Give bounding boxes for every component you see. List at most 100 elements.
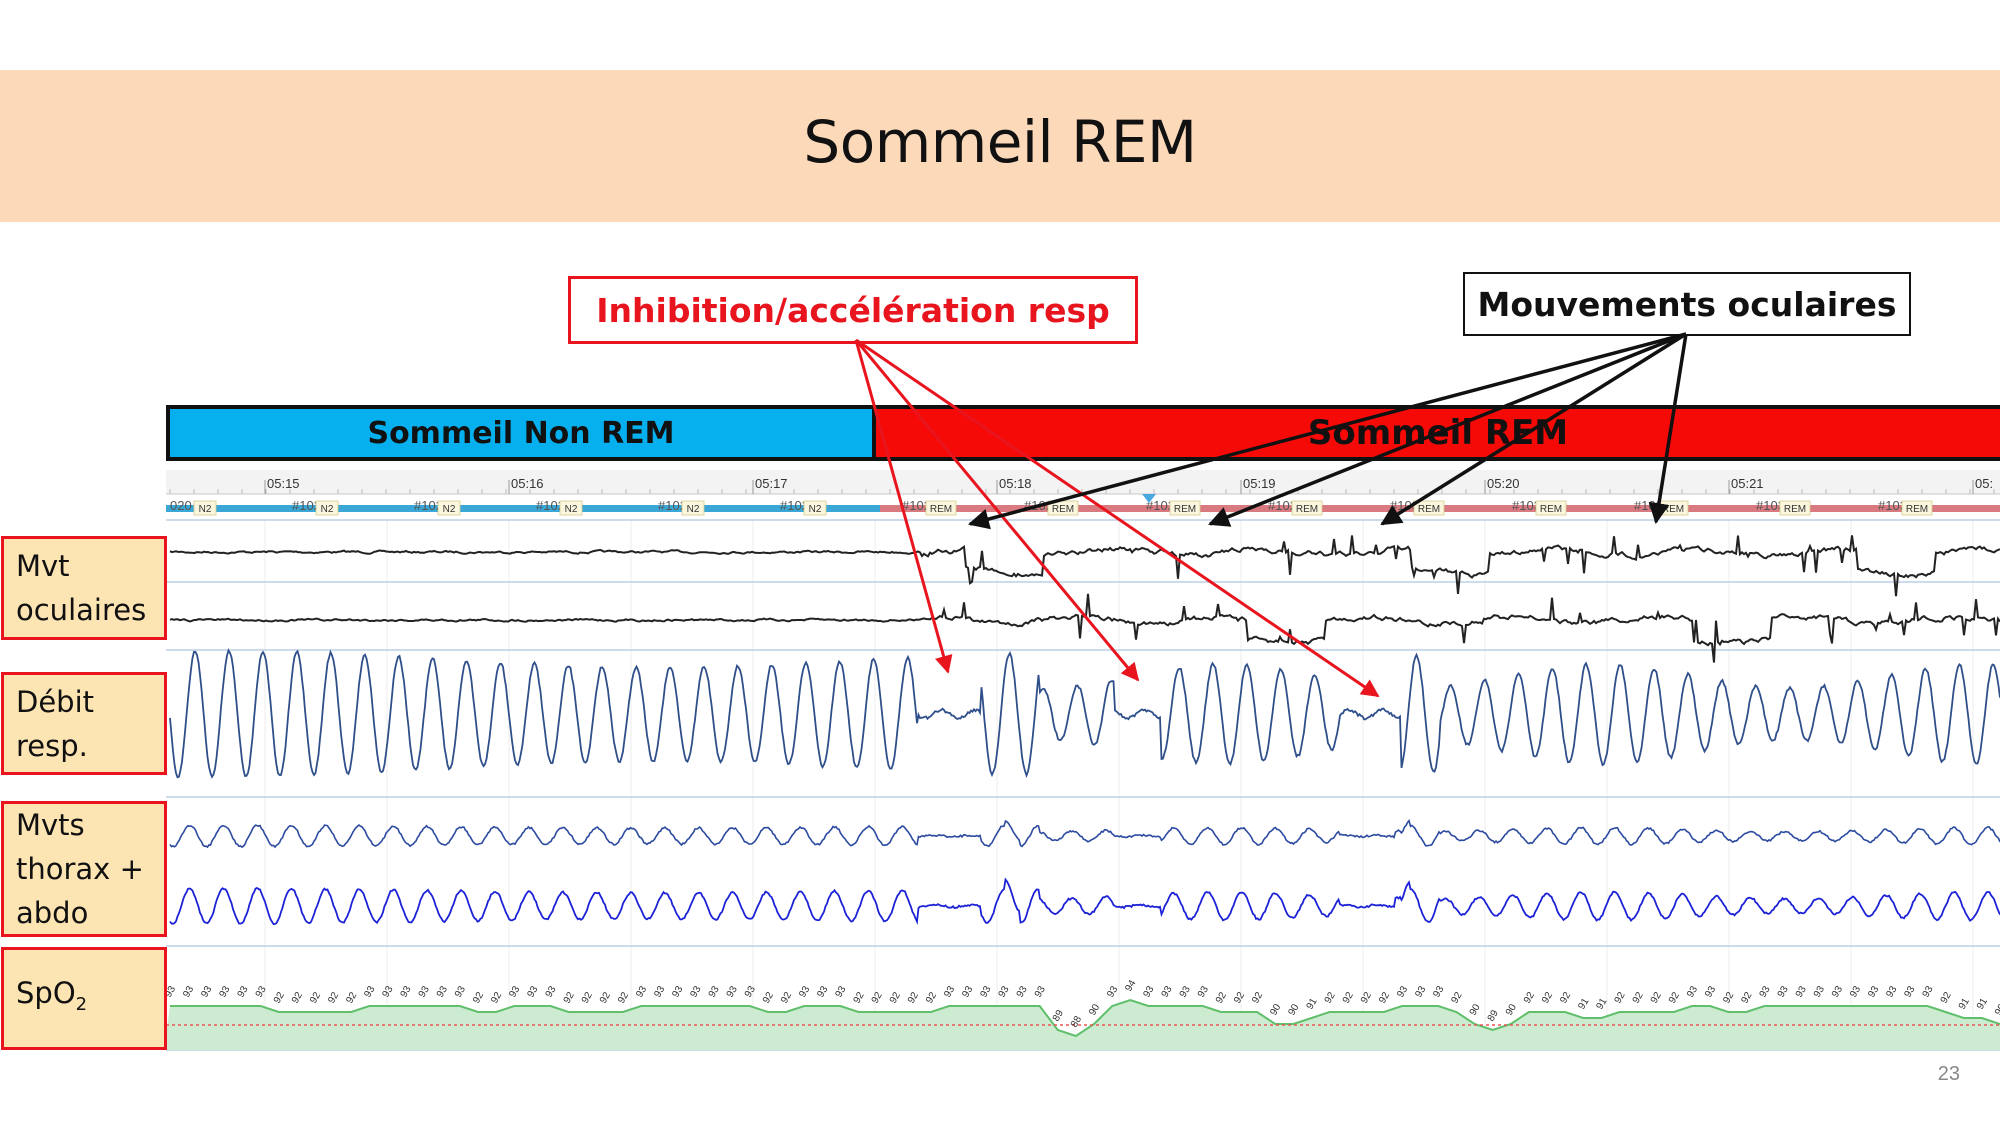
spo2-value: 92 bbox=[1323, 990, 1338, 1006]
stage-badge bbox=[193, 500, 217, 516]
spo2-value: 92 bbox=[580, 990, 595, 1006]
spo2-value: 93 bbox=[1395, 984, 1410, 1000]
spo2-value: 93 bbox=[743, 984, 758, 1000]
spo2-value: 91 bbox=[1957, 996, 1972, 1012]
spo2-value: 93 bbox=[1812, 984, 1827, 1000]
title-band bbox=[0, 70, 2000, 222]
spo2-value: 93 bbox=[217, 984, 232, 1000]
spo2-value: 93 bbox=[670, 984, 685, 1000]
stage-badge bbox=[315, 500, 339, 516]
spo2-value: 92 bbox=[1558, 990, 1573, 1006]
spo2-value: 93 bbox=[507, 984, 522, 1000]
spo2-value: 93 bbox=[544, 984, 559, 1000]
time-ruler bbox=[166, 470, 2000, 494]
spo2-value: 88 bbox=[1069, 1014, 1084, 1030]
spo2-value: 92 bbox=[598, 990, 613, 1006]
spo2-value: 92 bbox=[308, 990, 323, 1006]
time-label: 05:20 bbox=[1487, 476, 1520, 491]
spo2-value: 91 bbox=[1305, 996, 1320, 1012]
spo2-value: 93 bbox=[1178, 984, 1193, 1000]
spo2-value: 93 bbox=[833, 984, 848, 1000]
spo2-value: 93 bbox=[362, 984, 377, 1000]
stage-badge-label: REM bbox=[1174, 504, 1196, 515]
stage-badge-label: REM bbox=[1540, 504, 1562, 515]
spo2-value: 91 bbox=[1975, 996, 1990, 1012]
spo2-value: 93 bbox=[1431, 984, 1446, 1000]
spo2-value: 93 bbox=[707, 984, 722, 1000]
time-label: 05:17 bbox=[755, 476, 788, 491]
epoch-label: 020 bbox=[170, 498, 192, 513]
spo2-value: 93 bbox=[688, 984, 703, 1000]
eog-trace-2 bbox=[169, 593, 2000, 663]
stage-badge-label: REM bbox=[1906, 504, 1928, 515]
spo2-value: 92 bbox=[1522, 990, 1537, 1006]
stage-badge-label: REM bbox=[1418, 504, 1440, 515]
respiration-callout: Inhibition/accélération resp bbox=[568, 276, 1138, 344]
respiration-arrows bbox=[854, 338, 1380, 698]
spo2-value: 92 bbox=[888, 990, 903, 1006]
spo2-value: 92 bbox=[1232, 990, 1247, 1006]
nrem-track bbox=[166, 505, 880, 512]
stage-badge bbox=[803, 500, 827, 516]
stage-badge bbox=[1413, 500, 1445, 516]
spo2-value: 92 bbox=[1631, 990, 1646, 1006]
spo2-value: 92 bbox=[1667, 990, 1682, 1006]
spo2-value: 93 bbox=[725, 984, 740, 1000]
spo2-value: 91 bbox=[1594, 996, 1609, 1012]
spo2-value: 92 bbox=[1449, 990, 1464, 1006]
spo2-value: 93 bbox=[1160, 984, 1175, 1000]
thorax-trace bbox=[169, 819, 2000, 849]
spo2-value: 90 bbox=[1504, 1002, 1519, 1018]
abdomen-trace bbox=[169, 877, 2000, 926]
time-label: 05:18 bbox=[999, 476, 1032, 491]
eye-label-line-1: Mvt bbox=[16, 549, 70, 583]
effort-label-line-1: Mvts bbox=[16, 808, 85, 842]
spo2-value: 93 bbox=[942, 984, 957, 1000]
page-number: 23 bbox=[1937, 1063, 1960, 1085]
stage-badge-label: N2 bbox=[565, 504, 578, 515]
spo2-fill bbox=[166, 1000, 2000, 1036]
spo2-value: 92 bbox=[852, 990, 867, 1006]
spo2-value: 93 bbox=[1794, 984, 1809, 1000]
spo2-value: 93 bbox=[1866, 984, 1881, 1000]
stage-badge-label: REM bbox=[930, 504, 952, 515]
spo2-label-sub: 2 bbox=[75, 993, 88, 1015]
spo2-baseline-fill bbox=[166, 1035, 2000, 1050]
spo2-value: 93 bbox=[181, 984, 196, 1000]
spo2-value: 92 bbox=[471, 990, 486, 1006]
spo2-value: 92 bbox=[1377, 990, 1392, 1006]
spo2-value: 92 bbox=[761, 990, 776, 1006]
nrem-stage-bar: Sommeil Non REM bbox=[166, 405, 874, 461]
spo2-value: 93 bbox=[525, 984, 540, 1000]
spo2-value: 93 bbox=[435, 984, 450, 1000]
spo2-value: 93 bbox=[1758, 984, 1773, 1000]
stage-badge-label: REM bbox=[1662, 504, 1684, 515]
eog-trace-1 bbox=[169, 535, 2000, 597]
spo2-value: 92 bbox=[489, 990, 504, 1006]
spo2-value: 92 bbox=[290, 990, 305, 1006]
spo2-label-text: SpO2 bbox=[16, 971, 152, 1027]
spo2-value: 92 bbox=[1341, 990, 1356, 1006]
spo2-value: 93 bbox=[1141, 984, 1156, 1000]
respiratory-flow-label: Débit resp. bbox=[1, 672, 167, 775]
eye-movement-callout: Mouvements oculaires bbox=[1463, 272, 1911, 336]
spo2-label-main: SpO bbox=[16, 975, 76, 1010]
spo2-value: 92 bbox=[1214, 990, 1229, 1006]
spo2-value: 92 bbox=[779, 990, 794, 1006]
spo2-value: 93 bbox=[236, 984, 251, 1000]
spo2-value: 92 bbox=[1721, 990, 1736, 1006]
stage-badge-label: REM bbox=[1296, 504, 1318, 515]
spo2-value: 90 bbox=[1993, 1002, 2000, 1018]
channel-separators bbox=[166, 519, 2000, 1051]
effort-label: Mvts thorax + abdo bbox=[1, 801, 167, 937]
stage-badge-label: N2 bbox=[199, 504, 212, 515]
spo2-value: 93 bbox=[1015, 984, 1030, 1000]
time-label: 05:21 bbox=[1731, 476, 1764, 491]
spo2-value: 93 bbox=[1902, 984, 1917, 1000]
flow-label-line-2: resp. bbox=[16, 728, 88, 763]
spo2-value: 93 bbox=[1776, 984, 1791, 1000]
spo2-value: 92 bbox=[272, 990, 287, 1006]
spo2-value: 91 bbox=[1576, 996, 1591, 1012]
